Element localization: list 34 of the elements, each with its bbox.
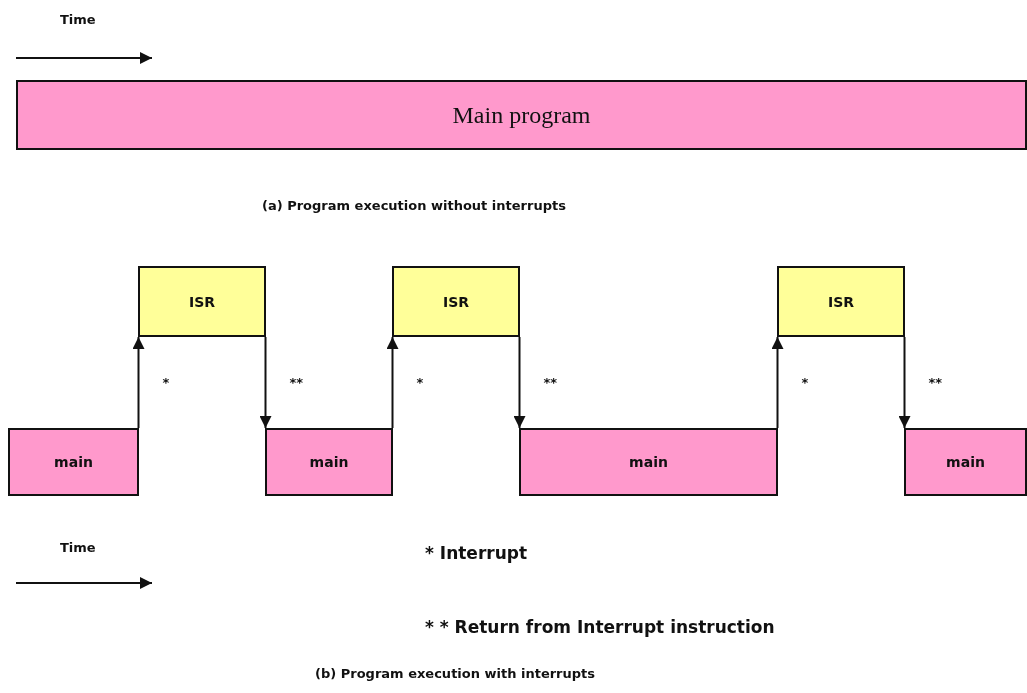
caption: (b) Program execution with interrupts xyxy=(315,666,596,681)
edge-label: * xyxy=(416,375,424,390)
edge-label: ** xyxy=(289,375,304,390)
isr-block xyxy=(138,266,266,337)
note: * * Return from Interrupt instruction xyxy=(425,617,775,637)
block-label: main xyxy=(309,454,349,470)
block-label: ISR xyxy=(827,293,855,310)
arrow xyxy=(513,336,526,429)
arrow xyxy=(259,336,272,429)
block-label: main xyxy=(946,454,985,470)
block-label: ISR xyxy=(442,293,470,310)
time-label: Time xyxy=(60,12,96,27)
isr-block xyxy=(777,266,905,337)
edge-label: * xyxy=(162,375,170,390)
caption: (a) Program execution without interrupts xyxy=(262,198,566,213)
main-program-block xyxy=(519,428,778,496)
main-program-block xyxy=(265,428,393,496)
block-label: main xyxy=(629,454,668,470)
block-label: Main program xyxy=(452,101,591,129)
time-label: Time xyxy=(60,540,96,555)
block-label: main xyxy=(54,454,93,470)
program-bar xyxy=(16,80,1027,150)
arrow xyxy=(132,336,145,429)
main-program-block xyxy=(8,428,139,496)
arrow xyxy=(771,336,784,429)
arrow xyxy=(386,336,399,429)
edge-label: ** xyxy=(543,375,558,390)
note: * Interrupt xyxy=(425,543,528,563)
edge-label: * xyxy=(801,375,809,390)
edge-label: ** xyxy=(928,375,943,390)
main-program-block xyxy=(904,428,1027,496)
block-label: ISR xyxy=(188,293,216,310)
arrow xyxy=(898,336,911,429)
isr-block xyxy=(392,266,520,337)
